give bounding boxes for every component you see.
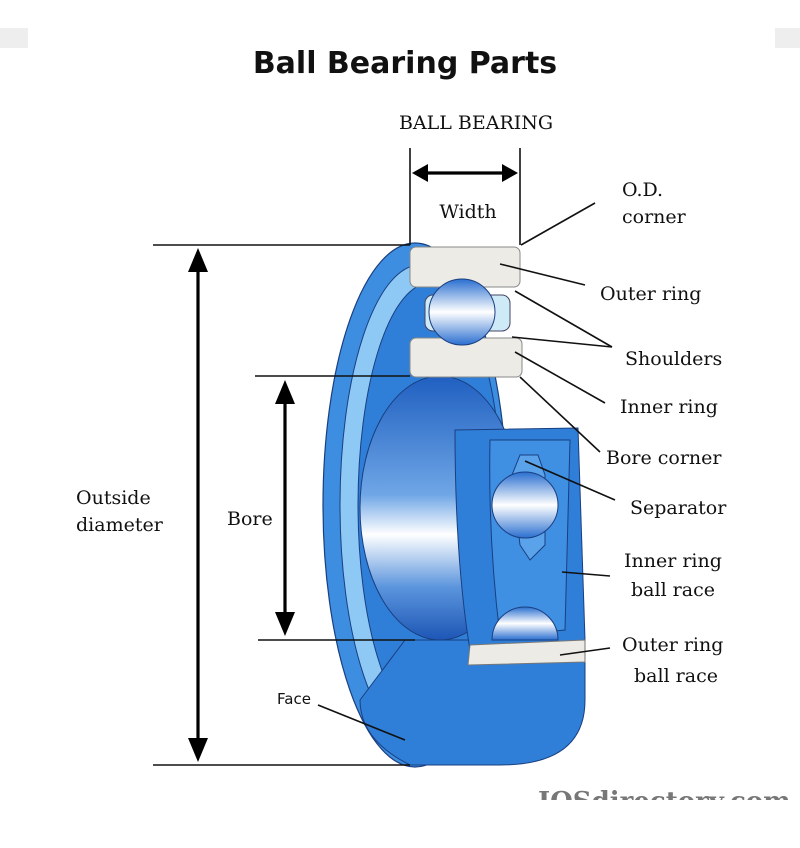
label-outside-diameter-1: Outside: [76, 487, 151, 509]
label-outer-ring: Outer ring: [600, 283, 701, 305]
label-inner-ring-ball-race-2: ball race: [631, 579, 715, 601]
outer-ring-ball-race-shape: [467, 639, 586, 666]
ball-bottom: [491, 606, 559, 641]
label-face: Face: [277, 690, 311, 708]
bearing-illustration: [322, 242, 586, 768]
corner-mark-right: [775, 28, 800, 48]
dimension-lines: [153, 148, 521, 766]
leader-lines: [317, 202, 616, 741]
label-od-corner-2: corner: [622, 206, 687, 228]
label-ball-bearing: BALL BEARING: [399, 112, 553, 134]
ball-top: [428, 278, 496, 346]
ball-middle: [491, 471, 559, 539]
label-bore: Bore: [227, 508, 273, 530]
label-shoulders: Shoulders: [625, 348, 722, 370]
label-width: Width: [439, 201, 496, 223]
cutaway-bottom: [359, 639, 586, 766]
label-outer-ring-ball-race-1: Outer ring: [622, 634, 723, 656]
label-bore-corner: Bore corner: [606, 447, 722, 469]
label-inner-ring-ball-race-1: Inner ring: [624, 550, 722, 572]
corner-mark-left: [0, 28, 28, 48]
label-od-corner-1: O.D.: [622, 179, 663, 201]
label-outside-diameter-2: diameter: [76, 514, 164, 536]
diagram-title: Ball Bearing Parts: [253, 46, 557, 81]
label-separator: Separator: [630, 497, 727, 519]
label-outer-ring-ball-race-2: ball race: [634, 665, 718, 687]
label-inner-ring: Inner ring: [620, 396, 718, 418]
watermark: IQSdirectory.com: [538, 787, 791, 817]
